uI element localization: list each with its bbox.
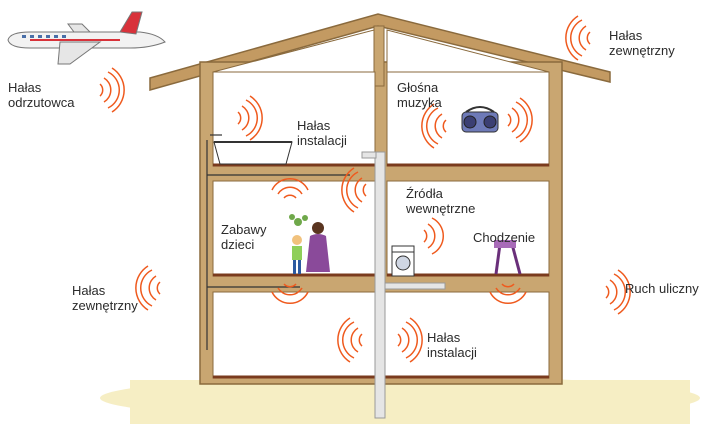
sound-waves [99, 15, 631, 363]
sound-wave-icon [99, 67, 125, 113]
boombox-icon [461, 106, 499, 133]
sound-wave-icon [423, 217, 444, 255]
family-icon [289, 214, 330, 274]
washing-machine-icon [391, 245, 415, 277]
airplane-icon [7, 11, 166, 65]
drain-pipe-icon [361, 151, 446, 419]
ground-strip [130, 380, 690, 424]
sound-wave-icon [135, 265, 161, 311]
walking-legs-icon [494, 240, 522, 275]
label-walking: Chodzenie [473, 230, 536, 245]
label-external-noise-top: Hałas zewnętrzny [609, 28, 675, 58]
pipes [206, 134, 350, 350]
label-installation-noise-top: Hałas instalacji [297, 118, 347, 148]
roof [149, 13, 611, 91]
sound-wave-icon [421, 103, 447, 149]
sound-wave-icon [337, 317, 363, 363]
attic-left [212, 29, 375, 73]
sound-wave-icon [271, 283, 309, 304]
sound-wave-icon [605, 269, 631, 315]
label-street-traffic: Ruch uliczny [625, 281, 699, 296]
label-jet-noise: Hałas odrzutowca [8, 80, 75, 110]
label-children-play: Zabawy dzieci [221, 222, 267, 252]
label-installation-noise-bottom: Hałas instalacji [427, 330, 477, 360]
sound-wave-icon [397, 317, 423, 363]
sound-wave-icon [341, 167, 367, 213]
sound-wave-icon [237, 95, 263, 141]
sound-wave-icon [489, 283, 527, 304]
sound-wave-icon [507, 97, 533, 143]
label-loud-music: Głośna muzyka [397, 80, 442, 110]
sound-wave-icon [565, 15, 591, 61]
bathtub-icon [213, 141, 293, 165]
attic-right [386, 29, 550, 73]
sound-wave-icon [271, 178, 309, 199]
label-external-noise-left: Hałas zewnętrzny [72, 283, 138, 313]
label-internal-sources: Źródła wewnętrzne [406, 186, 476, 216]
